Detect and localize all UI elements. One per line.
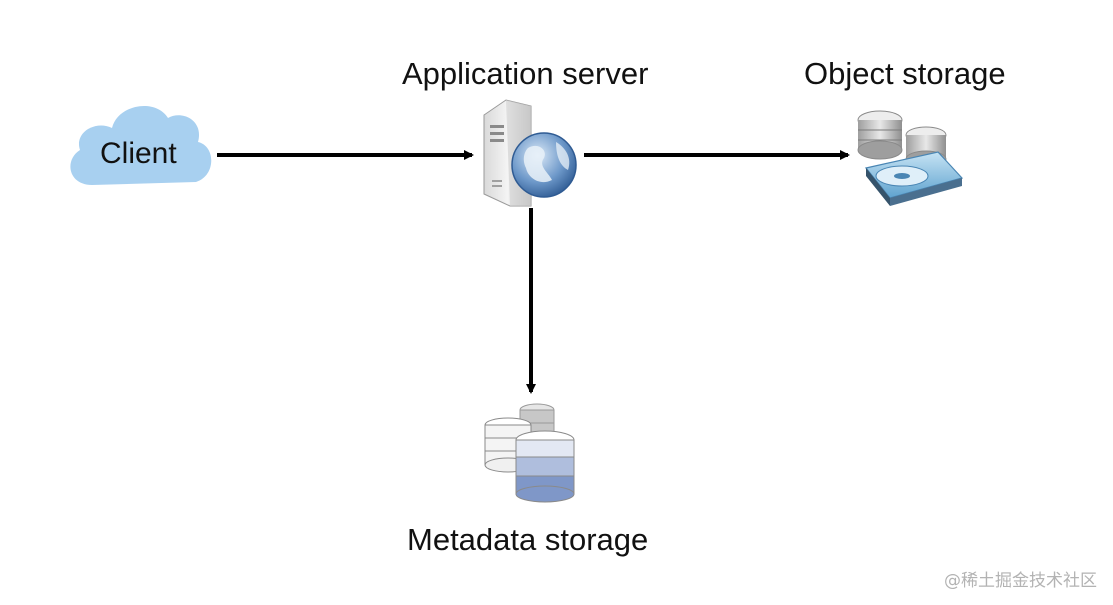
node-label-metadata-storage: Metadata storage	[407, 522, 649, 557]
server-globe-icon	[483, 99, 577, 207]
database-stack-icon	[484, 403, 575, 503]
cloud-icon	[70, 105, 212, 185]
node-label-application-server: Application server	[402, 56, 649, 91]
watermark: @稀土掘金技术社区	[944, 571, 1097, 591]
node-label-client: Client	[100, 137, 177, 170]
storage-drive-icon	[857, 110, 964, 206]
node-label-object-storage: Object storage	[804, 56, 1006, 91]
